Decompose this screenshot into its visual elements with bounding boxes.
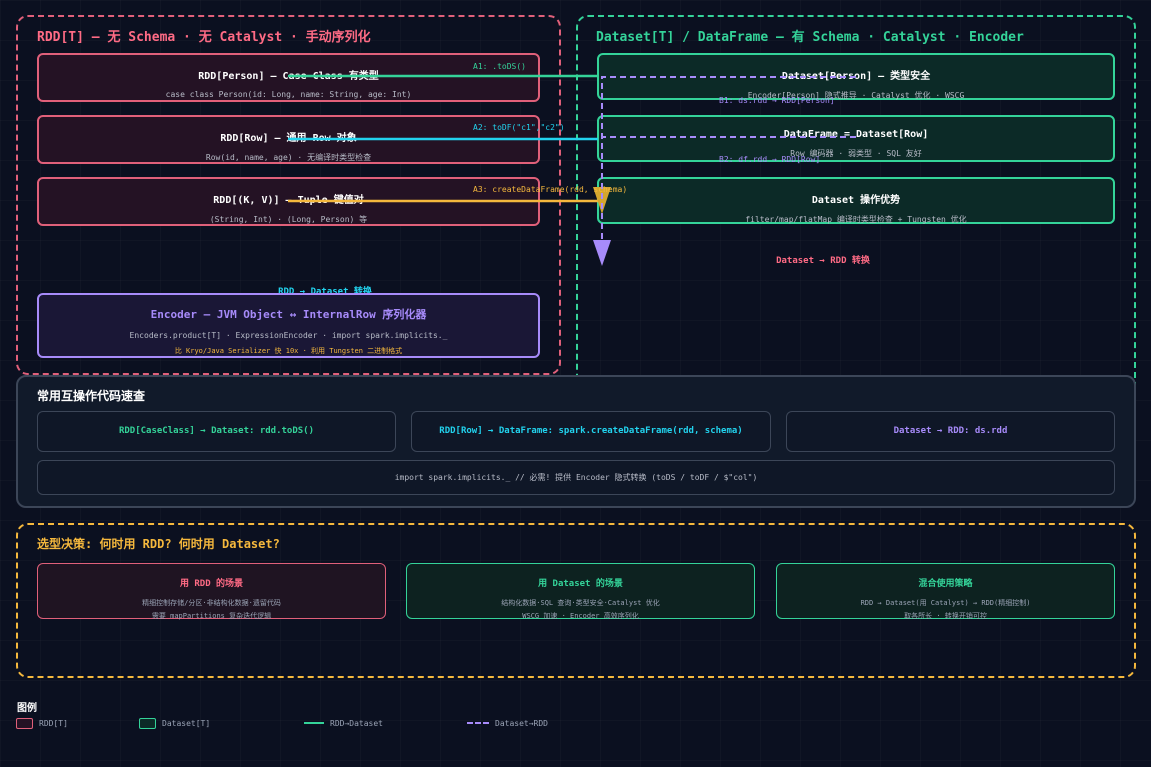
decision-card-rdd: 用 RDD 的场景 精细控制存储/分区·非结构化数据·遗留代码需要 mapPar…: [37, 563, 386, 620]
card-line: 取各所长 · 转换开销可控: [904, 612, 987, 620]
edge-a2-label: A2: toDF("c1","c2"): [473, 123, 565, 132]
node-dataset-advantages[interactable]: Dataset 操作优势 filter/map/flatMap 编译时类型检查 …: [597, 177, 1115, 224]
rdd-group: [16, 15, 561, 375]
legend-dataset-to-rdd-label: Dataset→RDD: [495, 719, 548, 728]
cheatsheet-title: 常用互操作代码速查: [37, 389, 146, 403]
edge-b2-label: B2: df.rdd → RDD[Row]: [719, 155, 821, 164]
decision-section: [16, 523, 1136, 678]
edge-b-arrowhead: [593, 240, 611, 266]
code-import-implicits[interactable]: import spark.implicits._ // 必需! 提供 Encod…: [37, 460, 1115, 495]
node-rdd-person[interactable]: RDD[Person] — Case Class 有类型 case class …: [37, 53, 540, 102]
edge-a3-arrowhead: [593, 187, 611, 214]
node-subtitle: case class Person(id: Long, name: String…: [165, 90, 412, 99]
encoder-note: 比 Kryo/Java Serializer 快 10x · 利用 Tungst…: [174, 347, 403, 355]
card-line: 结构化数据·SQL 查询·类型安全·Catalyst 优化: [501, 599, 660, 607]
edge-b2: [601, 136, 856, 240]
legend-dataset-to-rdd-line: [467, 722, 489, 724]
code-rdd-to-dataset[interactable]: RDD[CaseClass] → Dataset: rdd.toDS(): [37, 411, 396, 452]
card-title: 用 RDD 的场景: [179, 579, 244, 589]
code-rdd-row-to-dataframe[interactable]: RDD[Row] → DataFrame: spark.createDataFr…: [411, 411, 771, 452]
decision-card-hybrid: 混合使用策略 RDD → Dataset(用 Catalyst) → RDD(精…: [776, 563, 1115, 620]
card-line: 精细控制存储/分区·非结构化数据·遗留代码: [142, 599, 281, 607]
legend-dataset-label: Dataset[T]: [162, 719, 211, 728]
node-subtitle: Row(id, name, age) · 无编译时类型检查: [205, 153, 372, 162]
node-dataframe[interactable]: DataFrame = Dataset[Row] Row 编码器 · 弱类型 ·…: [597, 115, 1115, 162]
encoder-subtitle: Encoders.product[T] · ExpressionEncoder …: [129, 331, 448, 340]
decision-card-dataset: 用 Dataset 的场景 结构化数据·SQL 查询·类型安全·Catalyst…: [406, 563, 755, 620]
node-subtitle: Encoder[Person] 隐式推导 · Catalyst 优化 · WSC…: [747, 91, 965, 100]
legend-rdd-label: RDD[T]: [39, 719, 68, 728]
legend-rdd-to-dataset-line: [304, 722, 324, 724]
node-title: DataFrame = Dataset[Row]: [783, 129, 929, 140]
dataset-group-title: Dataset[T] / DataFrame — 有 Schema · Cata…: [596, 30, 1024, 45]
rdd-to-dataset-label: RDD → Dataset 转换: [278, 287, 372, 297]
rdd-group-title: RDD[T] — 无 Schema · 无 Catalyst · 手动序列化: [37, 30, 371, 45]
card-line: WSCG 加速 · Encoder 高效序列化: [522, 612, 639, 620]
dataset-to-rdd-label: Dataset → RDD 转换: [776, 256, 870, 266]
decision-title: 选型决策: 何时用 RDD? 何时用 Dataset?: [37, 537, 280, 551]
edge-a3-label: A3: createDataFrame(rdd, schema): [473, 185, 628, 194]
legend-rdd-swatch: [16, 718, 33, 729]
edge-b1-label: B1: ds.rdd → RDD[Person]: [719, 96, 835, 105]
legend-dataset-swatch: [139, 718, 156, 729]
card-title: 用 Dataset 的场景: [538, 579, 623, 589]
code-dataset-to-rdd[interactable]: Dataset → RDD: ds.rdd: [786, 411, 1115, 452]
legend-title: 图例: [17, 703, 37, 714]
node-title: Dataset 操作优势: [811, 195, 901, 206]
node-subtitle: Row 编码器 · 弱类型 · SQL 友好: [790, 149, 922, 158]
edge-a1-label: A1: .toDS(): [473, 62, 526, 71]
node-encoder[interactable]: Encoder — JVM Object ↔ InternalRow 序列化器 …: [37, 293, 540, 358]
node-subtitle: (String, Int) · (Long, Person) 等: [209, 215, 368, 224]
card-line: RDD → Dataset(用 Catalyst) → RDD(精细控制): [860, 599, 1031, 607]
node-subtitle: filter/map/flatMap 编译时类型检查 + Tungsten 优化: [745, 215, 967, 224]
card-line: 需要 mapPartitions 复杂迭代逻辑: [151, 612, 272, 620]
legend-rdd-to-dataset-label: RDD→Dataset: [330, 719, 383, 728]
card-title: 混合使用策略: [918, 579, 973, 589]
encoder-title: Encoder — JVM Object ↔ InternalRow 序列化器: [150, 308, 427, 321]
